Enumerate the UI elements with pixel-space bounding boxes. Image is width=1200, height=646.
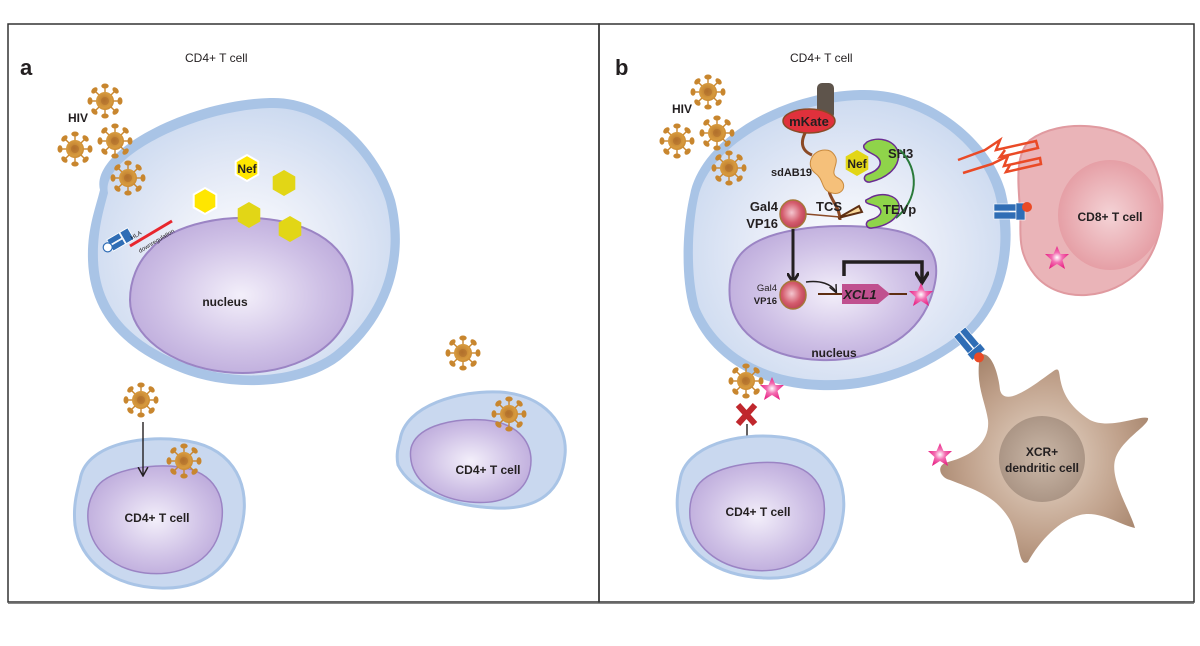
gal4-tether xyxy=(805,213,841,218)
cd4-label-bottom-right: CD4+ T cell xyxy=(455,463,520,477)
hiv-virion-icon xyxy=(166,443,202,479)
cd4-label-bottom-b: CD4+ T cell xyxy=(725,505,790,519)
sdab19-icon xyxy=(809,149,845,194)
dc-label-2: dendritic cell xyxy=(1005,461,1079,475)
panel-a-letter: a xyxy=(20,55,33,80)
tcr-mhc-complex-dc-icon xyxy=(953,326,986,363)
hiv-virion-icon xyxy=(491,396,527,432)
nucleus-label-a: nucleus xyxy=(202,295,248,309)
panel-a: a CD4+ T cell nucleus HIV Nef HLA d xyxy=(20,51,567,590)
tcs-cleavage-site-icon xyxy=(837,204,864,219)
hiv-label-a: HIV xyxy=(68,111,88,125)
cd4-nucleus-bottom-left xyxy=(87,465,224,575)
sdab19-label: sdAB19 xyxy=(771,167,812,179)
hiv-virion-icon xyxy=(711,150,747,186)
sh3-tevp-linker xyxy=(895,149,915,219)
hiv-virion-icon xyxy=(699,115,735,151)
tevp-icon xyxy=(864,193,900,229)
hiv-virion-icon xyxy=(659,123,695,159)
cd4-nucleus-bottom-right xyxy=(409,418,532,504)
xcl1-promoter-arrow xyxy=(878,284,890,304)
gal4vp16-cytoplasmic-icon xyxy=(779,199,807,229)
nucleus-label-b: nucleus xyxy=(811,346,857,360)
mkate-icon xyxy=(782,108,836,134)
hiv-virion-icon xyxy=(110,160,146,196)
sh3-label: SH3 xyxy=(888,146,913,161)
cd8-label: CD8+ T cell xyxy=(1077,210,1142,224)
gal4-label-top-1: Gal4 xyxy=(750,199,779,214)
mkate-label: mKate xyxy=(789,114,829,129)
cytotoxic-signal-icon xyxy=(957,136,1043,175)
hiv-virion-icon xyxy=(97,123,133,159)
xcl1-label: XCL1 xyxy=(842,287,876,302)
gal4-label-nuc-2: VP16 xyxy=(754,296,777,307)
hla-receptor-icon xyxy=(102,227,135,253)
hla-downregulation-bar xyxy=(129,219,173,248)
nef-hexagon-icon xyxy=(192,187,218,215)
tcr-mhc-complex-cd8-icon xyxy=(993,202,1032,221)
hiv-virion-icon xyxy=(728,363,764,399)
panel-b-frame xyxy=(598,23,1195,603)
hiv-virion-icon xyxy=(445,335,481,371)
tcs-label: TCS xyxy=(816,199,842,214)
expression-arrow xyxy=(842,260,922,280)
hla-label: HLA xyxy=(130,231,143,242)
cd4-label-bottom-left: CD4+ T cell xyxy=(124,511,189,525)
panel-b-letter: b xyxy=(615,55,628,80)
blocked-infection-x-icon xyxy=(735,402,758,427)
nef-label-b: Nef xyxy=(847,157,867,171)
hiv-virion-icon xyxy=(57,131,93,167)
binding-arrow xyxy=(805,280,836,292)
hiv-virion-icon xyxy=(123,382,159,418)
sh3-icon xyxy=(862,138,900,183)
xcl1-gene-box xyxy=(842,284,878,304)
tevp-label: TEVp xyxy=(883,202,916,217)
nef-labeled-hexagon: Nef xyxy=(234,154,260,182)
hiv-label-b: HIV xyxy=(672,102,692,116)
panel-a-title: CD4+ T cell xyxy=(185,51,248,65)
dc-label-1: XCR+ xyxy=(1026,445,1058,459)
cd4-nucleus-bottom-b xyxy=(689,461,826,572)
cd8-nucleus xyxy=(1058,160,1162,270)
gal4-label-nuc-1: Gal4 xyxy=(757,283,777,294)
dendritic-nucleus xyxy=(999,416,1085,502)
panel-b: b CD4+ T cell nucleus HIV mKate sdAB19 N… xyxy=(615,51,1164,580)
panel-b-title: CD4+ T cell xyxy=(790,51,853,65)
hiv-virion-icon xyxy=(87,83,123,119)
gal4vp16-nuclear-icon xyxy=(779,280,807,310)
hiv-virion-icon xyxy=(690,74,726,110)
gal4-label-top-2: VP16 xyxy=(746,216,778,231)
nef-label-a: Nef xyxy=(237,162,257,176)
